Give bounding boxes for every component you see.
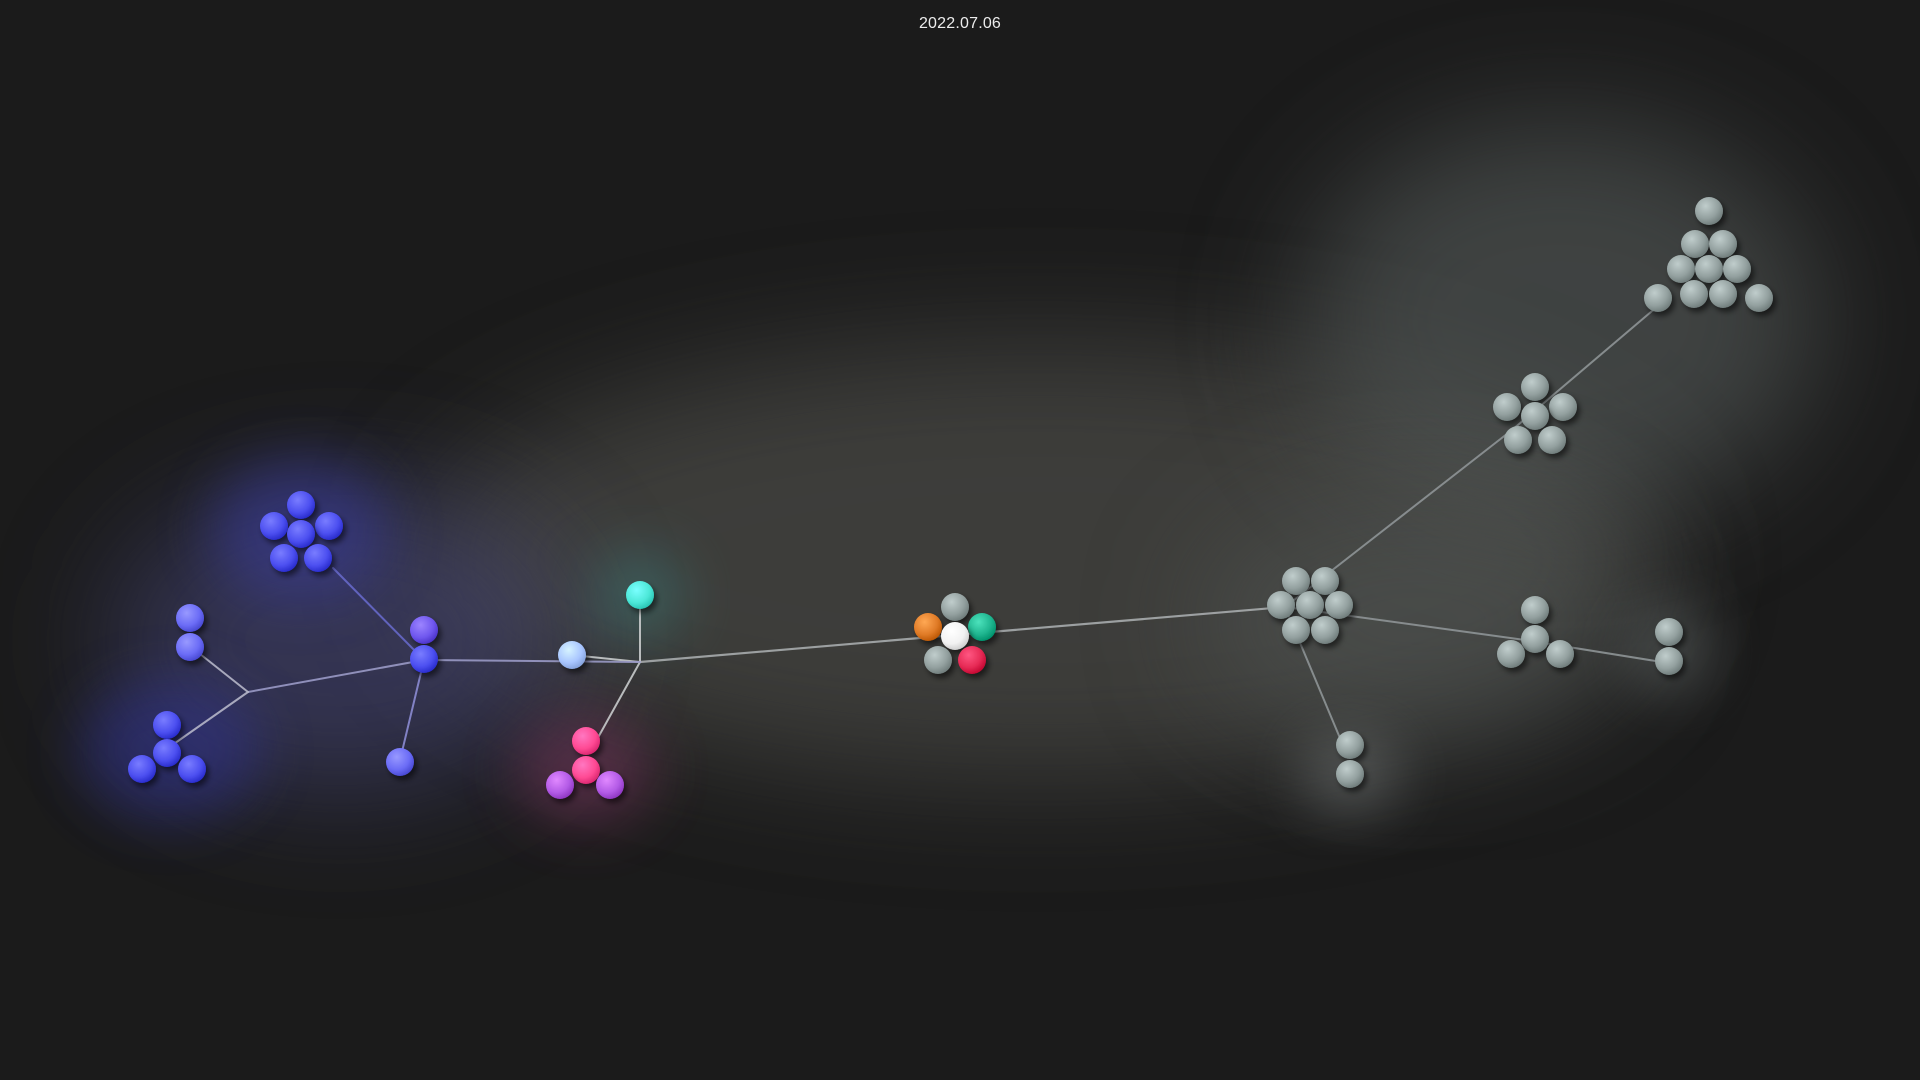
- node-gray-triangle[interactable]: [1644, 284, 1672, 312]
- edge-11: [399, 659, 425, 761]
- node-blue-flower[interactable]: [287, 520, 315, 548]
- node-gray-triangle[interactable]: [1681, 230, 1709, 258]
- glow-2: [1200, 500, 1640, 740]
- node-violet-pair[interactable]: [410, 616, 438, 644]
- node-blue-flower[interactable]: [304, 544, 332, 572]
- node-gray-triangle[interactable]: [1680, 280, 1708, 308]
- node-gray-triangle[interactable]: [1667, 255, 1695, 283]
- edge-0: [638, 633, 957, 664]
- node-gray-triangle[interactable]: [1709, 230, 1737, 258]
- edge-13: [247, 659, 425, 693]
- node-center-mixed[interactable]: [914, 613, 942, 641]
- node-center-mixed[interactable]: [941, 593, 969, 621]
- node-gray-flower[interactable]: [1521, 373, 1549, 401]
- edge-4: [1284, 606, 1526, 641]
- node-gray-triangle[interactable]: [1723, 255, 1751, 283]
- node-blue-flower[interactable]: [315, 512, 343, 540]
- edge-15: [167, 691, 249, 749]
- node-violet-pair[interactable]: [410, 645, 438, 673]
- node-gray-triangle[interactable]: [1695, 255, 1723, 283]
- node-gray-pair-bottom[interactable]: [1336, 731, 1364, 759]
- node-gray-hub[interactable]: [1267, 591, 1295, 619]
- edge-10: [423, 659, 641, 663]
- node-blue-triad[interactable]: [178, 755, 206, 783]
- node-gray-pair-bottom[interactable]: [1336, 760, 1364, 788]
- node-gray-quad[interactable]: [1546, 640, 1574, 668]
- node-gray-hub[interactable]: [1296, 591, 1324, 619]
- node-blue-single[interactable]: [386, 748, 414, 776]
- node-gray-hub[interactable]: [1311, 567, 1339, 595]
- node-gray-pair-right[interactable]: [1655, 647, 1683, 675]
- edge-5: [1524, 639, 1669, 664]
- node-pink-purple[interactable]: [572, 727, 600, 755]
- node-blue-flower[interactable]: [270, 544, 298, 572]
- node-center-mixed[interactable]: [941, 622, 969, 650]
- glow-1: [1300, 120, 1820, 520]
- node-center-mixed[interactable]: [968, 613, 996, 641]
- node-gray-triangle[interactable]: [1709, 280, 1737, 308]
- node-gray-flower[interactable]: [1538, 426, 1566, 454]
- node-blue-triad[interactable]: [153, 739, 181, 767]
- node-pink-purple[interactable]: [572, 756, 600, 784]
- node-gray-hub[interactable]: [1311, 616, 1339, 644]
- node-gray-quad[interactable]: [1497, 640, 1525, 668]
- node-blue-pair[interactable]: [176, 633, 204, 661]
- node-gray-pair-right[interactable]: [1655, 618, 1683, 646]
- node-gray-quad[interactable]: [1521, 625, 1549, 653]
- node-gray-hub[interactable]: [1282, 567, 1310, 595]
- node-center-mixed[interactable]: [958, 646, 986, 674]
- node-gray-flower[interactable]: [1549, 393, 1577, 421]
- node-lightblue-single[interactable]: [558, 641, 586, 669]
- node-cyan-single[interactable]: [626, 581, 654, 609]
- node-pink-purple[interactable]: [596, 771, 624, 799]
- node-gray-flower[interactable]: [1493, 393, 1521, 421]
- edge-12: [332, 567, 425, 661]
- node-gray-triangle[interactable]: [1745, 284, 1773, 312]
- background-glow: [80, 120, 1820, 825]
- edge-14: [194, 649, 249, 693]
- date-label: 2022.07.06: [918, 15, 1002, 32]
- node-gray-flower[interactable]: [1504, 426, 1532, 454]
- edge-1: [953, 605, 1287, 637]
- node-blue-flower[interactable]: [287, 491, 315, 519]
- node-blue-triad[interactable]: [153, 711, 181, 739]
- node-blue-triad[interactable]: [128, 755, 156, 783]
- node-gray-quad[interactable]: [1521, 596, 1549, 624]
- node-blue-flower[interactable]: [260, 512, 288, 540]
- node-gray-hub[interactable]: [1325, 591, 1353, 619]
- node-layer: [128, 197, 1773, 799]
- node-gray-triangle[interactable]: [1695, 197, 1723, 225]
- node-center-mixed[interactable]: [924, 646, 952, 674]
- node-blue-pair[interactable]: [176, 604, 204, 632]
- node-pink-purple[interactable]: [546, 771, 574, 799]
- node-gray-hub[interactable]: [1282, 616, 1310, 644]
- node-gray-flower[interactable]: [1521, 402, 1549, 430]
